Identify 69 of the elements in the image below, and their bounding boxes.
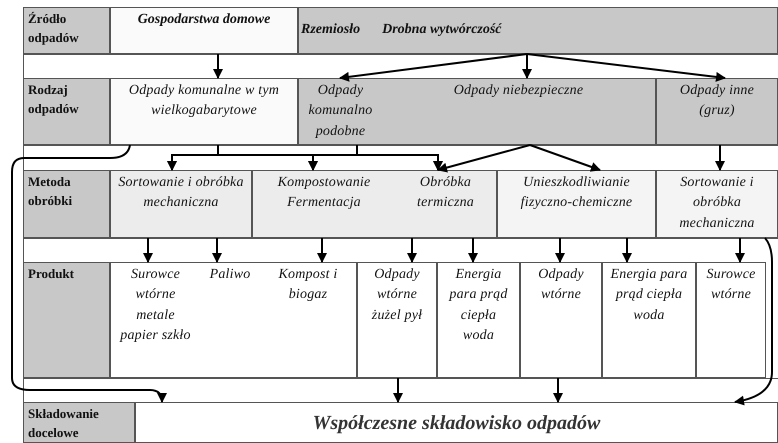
table-cell	[656, 78, 778, 145]
table-cell	[110, 262, 200, 378]
arrow	[393, 378, 403, 403]
landfill-label: Współczesne składowisko odpadów	[312, 412, 600, 434]
table-cell	[382, 78, 656, 145]
table-cell	[696, 262, 766, 378]
cell-text: Unieszkodliwianie fizyczno-chemiczne	[520, 174, 634, 212]
source-cell	[298, 7, 778, 54]
arrow	[213, 54, 223, 79]
arrow	[522, 54, 532, 79]
arrow	[555, 238, 565, 263]
arrow	[715, 145, 725, 171]
row-header-cell	[23, 262, 110, 378]
cell-text: Obróbka termiczna	[416, 174, 475, 212]
table-cell	[395, 170, 497, 238]
arrow	[530, 144, 601, 172]
cell-text: Sortowanie i obróbka mechaniczna	[118, 174, 244, 212]
cell-text: Kompostowanie Fermentacja	[276, 174, 372, 212]
arrow	[407, 238, 417, 263]
cell-text: Odpady wtórne żużel pył	[370, 266, 424, 325]
cell-text: Odpady wtórne	[537, 266, 585, 304]
landfill-cell	[135, 402, 778, 443]
arrow	[317, 238, 327, 263]
row-header: Źródło odpadów	[28, 10, 80, 47]
cell-text: Odpady komunalne w tym wielkogabarytowe	[128, 82, 280, 120]
table-cell	[520, 262, 602, 378]
row-header-cell	[23, 402, 135, 443]
row-header-cell	[23, 7, 110, 54]
table-cell	[602, 262, 696, 378]
arrow	[468, 238, 478, 263]
cell-text: Sortowanie i obróbka mechaniczna	[678, 174, 756, 233]
cell-text: Odpady niebezpieczne	[454, 82, 584, 100]
cell-text: Odpady komunalno podobne	[307, 82, 374, 141]
table-cell	[497, 170, 656, 238]
table-cell	[252, 170, 395, 238]
arrow	[622, 238, 632, 263]
row-header-cell	[23, 170, 110, 238]
arrow	[553, 378, 563, 403]
arrow	[437, 144, 530, 172]
table-cell	[110, 170, 252, 238]
source-label: Rzemiosło	[301, 21, 360, 40]
row-header: Rodzaj odpadów	[28, 81, 80, 118]
arrow	[735, 238, 745, 263]
cell-text: Surowce wtórne metale papier szkło	[118, 266, 192, 345]
cell-text: Surowce wtórne	[705, 266, 757, 304]
source-cell	[110, 7, 298, 54]
cell-text: Paliwo	[210, 266, 250, 284]
arrow	[11, 144, 167, 403]
table-cell	[260, 262, 357, 378]
row-header: Produkt	[28, 265, 74, 283]
row-header: Składowanie docelowe	[28, 405, 100, 442]
arrow	[143, 238, 153, 263]
source-label: Drobna wytwórczość	[382, 21, 502, 40]
arrow	[212, 238, 222, 263]
row-header-cell	[23, 78, 110, 145]
table-cell	[437, 262, 520, 378]
cell-text: Kompost i biogaz	[277, 266, 338, 304]
table-cell	[357, 262, 437, 378]
table-cell	[110, 78, 298, 145]
cell-text: Energia para prąd ciepła woda	[610, 266, 688, 325]
cell-text: Energia para prąd ciepła woda	[448, 266, 509, 345]
arrow	[526, 53, 726, 82]
cell-text: Odpady inne (gruz)	[678, 82, 756, 120]
source-label: Gospodarstwa domowe	[138, 11, 270, 29]
table-cell	[298, 78, 382, 145]
table-cell	[656, 170, 778, 238]
row-header: Metoda obróbki	[28, 173, 74, 210]
arrow	[734, 237, 773, 406]
arrow	[339, 53, 528, 82]
